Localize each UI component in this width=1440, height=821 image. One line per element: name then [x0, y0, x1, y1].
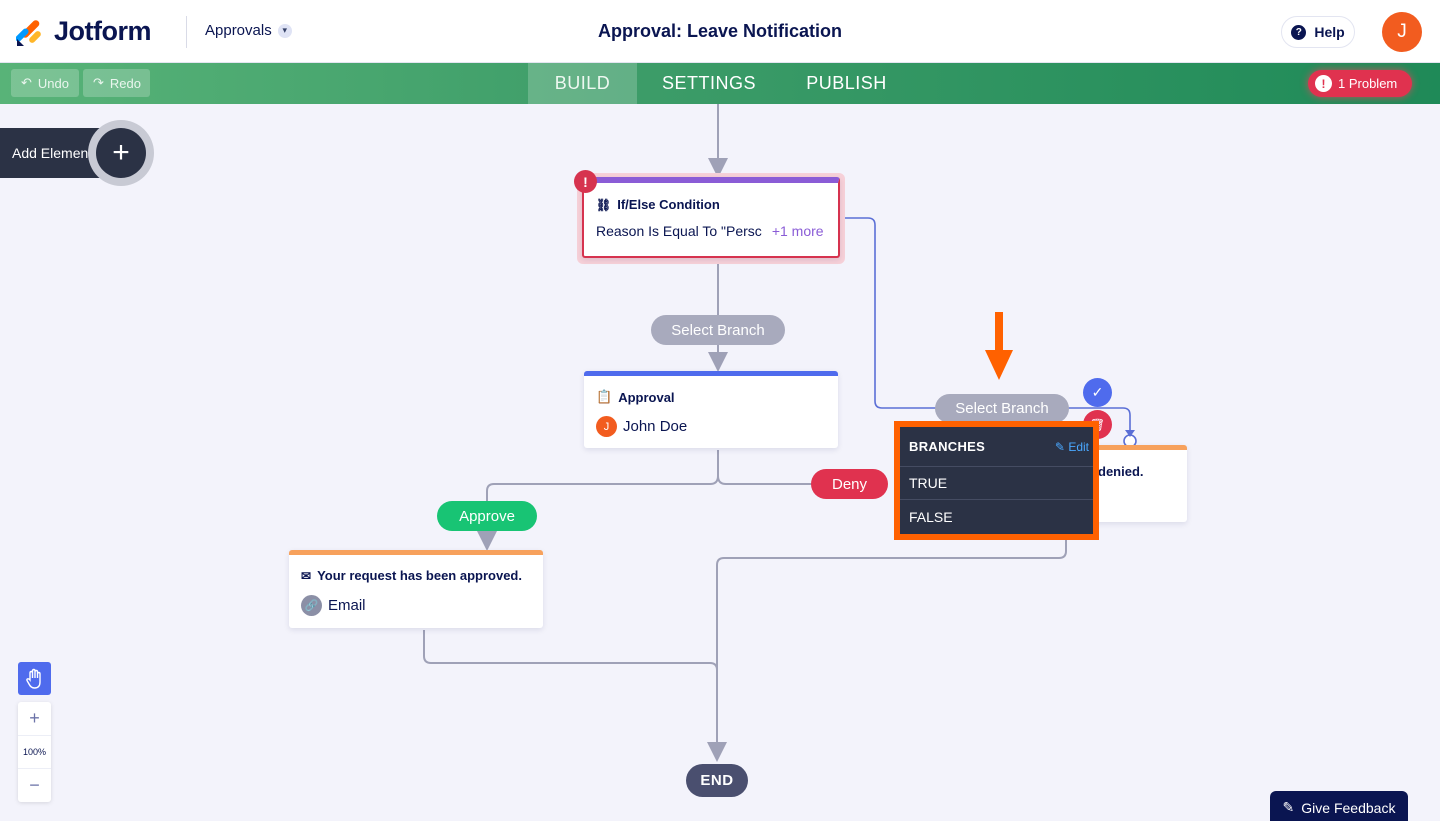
- undo-icon: ↶: [21, 75, 32, 90]
- condition-more-link[interactable]: +1 more: [771, 223, 824, 239]
- redo-label: Redo: [109, 75, 141, 91]
- confirm-check-icon[interactable]: ✓: [1083, 378, 1112, 407]
- jotform-logo-icon: [16, 19, 41, 46]
- redo-icon: ↷: [93, 75, 104, 90]
- select-branch-button-2[interactable]: Select Branch: [935, 394, 1069, 423]
- assignee-name: John Doe: [623, 418, 688, 435]
- email-approved-card[interactable]: ✉ Your request has been approved. 🔗 Emai…: [289, 550, 543, 628]
- redo-button[interactable]: ↷ Redo: [83, 69, 150, 97]
- add-element-label: Add Element: [12, 145, 93, 161]
- annotation-arrow-icon: [985, 312, 1013, 380]
- connector-denied-end: [716, 538, 1067, 670]
- app-switcher[interactable]: Approvals ▾: [205, 22, 292, 39]
- condition-error-icon[interactable]: !: [574, 170, 597, 193]
- select-branch-button[interactable]: Select Branch: [651, 315, 785, 345]
- connector-else-branch: [840, 217, 936, 409]
- add-element-button[interactable]: +: [88, 120, 154, 186]
- help-button[interactable]: ? Help: [1281, 16, 1355, 48]
- connector-email-end: [423, 630, 727, 762]
- problem-label: 1 Problem: [1338, 76, 1398, 91]
- question-icon: ?: [1291, 24, 1307, 40]
- hand-icon: [25, 668, 41, 689]
- branch-option-true[interactable]: TRUE: [900, 467, 1093, 500]
- brand-name: Jotform: [54, 16, 152, 46]
- condition-rule: Reason Is Equal To "Persc: [596, 223, 762, 239]
- tab-publish[interactable]: PUBLISH: [806, 73, 887, 93]
- undo-button[interactable]: ↶ Undo: [11, 69, 79, 97]
- top-bar: Jotform Approvals ▾ Approval: Leave Noti…: [0, 0, 1440, 63]
- email-approved-title: Your request has been approved.: [317, 568, 522, 583]
- deny-branch-label[interactable]: Deny: [811, 469, 888, 499]
- link-icon: 🔗: [301, 595, 322, 616]
- builder-toolbar: ↶ Undo ↷ Redo BUILD SETTINGS PUBLISH ! 1…: [0, 63, 1440, 104]
- tab-settings[interactable]: SETTINGS: [661, 73, 756, 93]
- give-feedback-button[interactable]: ✎ Give Feedback: [1270, 791, 1408, 821]
- connector-else-target: [1068, 407, 1131, 432]
- hand-pan-icon[interactable]: [18, 662, 51, 695]
- branches-dropdown: BRANCHES ✎ Edit TRUE FALSE: [894, 421, 1099, 540]
- tab-build[interactable]: BUILD: [528, 63, 637, 104]
- problem-badge[interactable]: ! 1 Problem: [1308, 70, 1412, 97]
- approve-branch-label[interactable]: Approve: [437, 501, 537, 531]
- zoom-level: 100%: [18, 735, 51, 769]
- help-label: Help: [1314, 24, 1345, 40]
- approval-icon: 📋: [596, 389, 613, 404]
- email-denied-title: denied.: [1098, 464, 1144, 479]
- connector-arrow-head: [1125, 430, 1135, 437]
- approval-title: Approval: [618, 389, 675, 405]
- branches-title: BRANCHES: [909, 439, 986, 454]
- plus-icon: +: [96, 128, 146, 178]
- email-approved-body: Email: [328, 597, 366, 614]
- app-switcher-label: Approvals: [205, 22, 272, 39]
- header-divider: [186, 16, 187, 48]
- feedback-icon: ✎: [1282, 799, 1295, 815]
- assignee-avatar: J: [596, 416, 617, 437]
- envelope-icon: ✉: [301, 568, 312, 583]
- undo-label: Undo: [37, 75, 69, 91]
- user-avatar[interactable]: J: [1382, 12, 1422, 52]
- end-node: END: [686, 764, 748, 797]
- zoom-in-button[interactable]: +: [29, 708, 40, 728]
- if-else-condition-card[interactable]: ⛓ If/Else Condition Reason Is Equal To "…: [582, 177, 840, 258]
- zoom-controls: + 100% −: [18, 702, 51, 802]
- branches-edit-label: Edit: [1068, 439, 1089, 454]
- condition-title: If/Else Condition: [617, 197, 720, 212]
- condition-icon: ⛓: [596, 197, 612, 212]
- zoom-out-button[interactable]: −: [29, 775, 40, 795]
- chevron-down-icon: ▾: [277, 23, 292, 38]
- connector-deny-line: [717, 475, 812, 485]
- feedback-label: Give Feedback: [1301, 799, 1396, 816]
- connector-approve-line: [486, 450, 719, 502]
- jotform-logo[interactable]: Jotform: [16, 16, 152, 47]
- approval-card[interactable]: 📋 Approval J John Doe: [584, 371, 838, 448]
- alert-icon: !: [1315, 75, 1332, 92]
- branch-option-false[interactable]: FALSE: [909, 508, 953, 525]
- branches-edit-link[interactable]: ✎ Edit: [1054, 439, 1089, 454]
